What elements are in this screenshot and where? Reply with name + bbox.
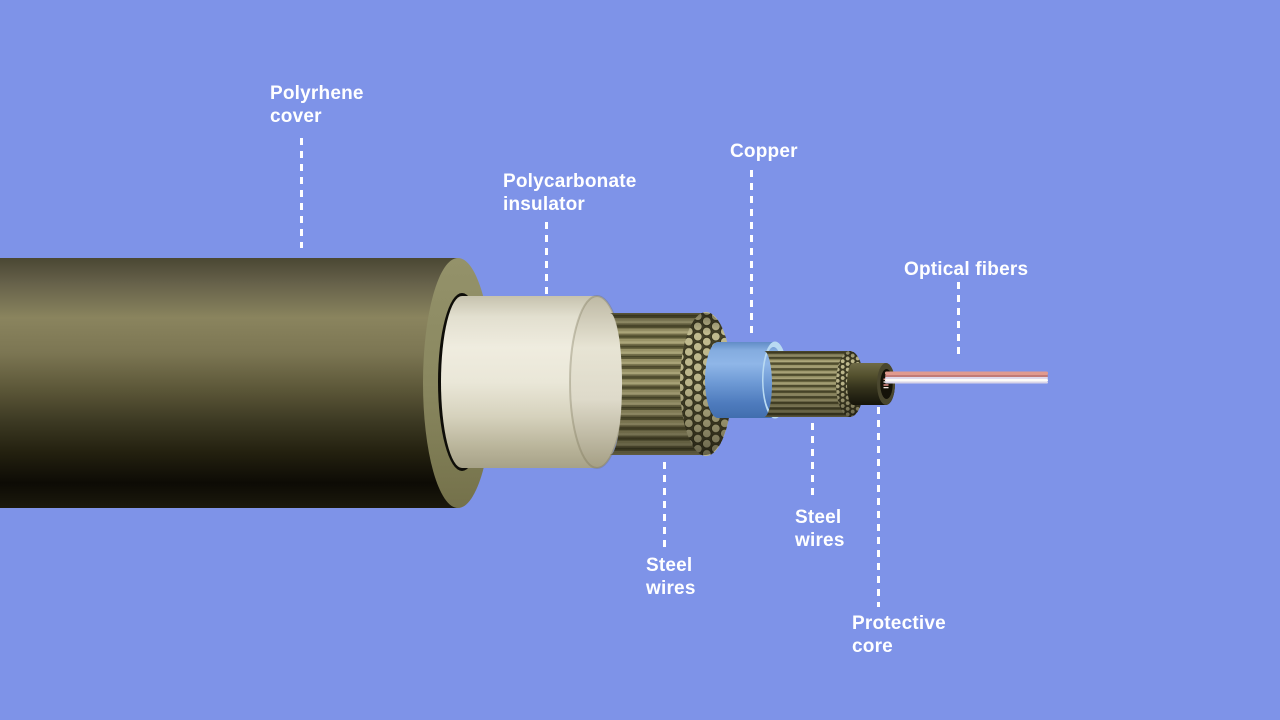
label-steel-wires-outer-line1: Steel (646, 555, 693, 576)
label-polyrhene-cover: Polyrhene cover (270, 82, 364, 128)
label-protective-core-line1: Protective (852, 613, 946, 634)
label-copper-line1: Copper (730, 141, 798, 162)
label-polycarbonate-insulator-line1: Polycarbonate (503, 171, 637, 192)
optical-fibers-graphic (885, 371, 1048, 384)
protective-core-graphic (847, 363, 895, 405)
polycarbonate-insulator-graphic (438, 293, 625, 471)
label-optical-fibers: Optical fibers (904, 258, 1028, 281)
leader-line-copper (750, 170, 753, 333)
label-steel-wires-outer: Steel wires (646, 554, 696, 600)
label-polyrhene-cover-line1: Polyrhene (270, 83, 364, 104)
label-polycarbonate-insulator: Polycarbonate insulator (503, 170, 637, 216)
label-steel-wires-inner-line1: Steel (795, 507, 842, 528)
polyrhene-cover-graphic (0, 258, 493, 508)
leader-line-optical-fibers (957, 282, 960, 358)
leader-line-steel-wires-outer (663, 462, 666, 548)
label-protective-core-line2: core (852, 636, 893, 657)
label-copper: Copper (730, 140, 798, 163)
label-polyrhene-cover-line2: cover (270, 106, 322, 127)
leader-line-protective-core (877, 407, 880, 607)
label-steel-wires-inner: Steel wires (795, 506, 845, 552)
leader-line-polyrhene-cover (300, 138, 303, 248)
label-steel-wires-outer-line2: wires (646, 578, 696, 599)
label-protective-core: Protective core (852, 612, 946, 658)
leader-line-steel-wires-inner (811, 423, 814, 501)
label-polycarbonate-insulator-line2: insulator (503, 194, 586, 215)
label-steel-wires-inner-line2: wires (795, 530, 845, 551)
leader-line-polycarbonate-insulator (545, 222, 548, 294)
label-optical-fibers-line1: Optical fibers (904, 259, 1029, 280)
